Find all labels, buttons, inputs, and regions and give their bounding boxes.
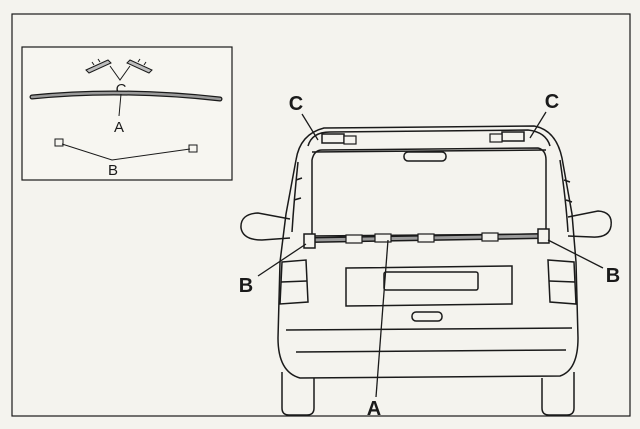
left-body-hatch [293,177,303,201]
end-cap-b-left [303,233,316,249]
leader-b-right [547,239,604,269]
right-pillar-outer [559,159,569,233]
vehicle-rear-view [240,125,612,416]
inset-end-cap-b-left [54,138,64,147]
label-a: A [367,398,381,420]
right-tire [541,372,575,416]
roof-inner-line [311,149,547,153]
outer-frame [11,13,631,417]
roof-clip-c-left-tab [343,135,357,145]
tailgate-handle [411,311,443,322]
right-body-hatch [563,179,573,203]
license-plate [383,271,479,291]
left-mirror [240,212,291,241]
molding-clip [481,232,499,242]
label-c-right: C [545,91,559,113]
left-tire [281,372,315,416]
inset-end-cap-b-right [188,144,198,153]
right-mirror [567,210,612,238]
inset-leader-b [61,143,191,161]
label-b-left: B [239,275,253,297]
inset-label-a: A [114,119,124,136]
bumper-upper-line [285,327,573,331]
inset-label-c: C [116,81,127,98]
inset-leader-a [118,93,122,117]
roof-clip-c-left [321,133,345,144]
inset-frame [21,46,233,181]
leader-c-left [301,113,319,141]
roof-clip-c-right [501,131,525,142]
inset-clip-c-left [85,58,112,74]
inset-clip-c-right [126,58,153,74]
left-tail-lamp [279,259,309,305]
end-cap-b-right [537,228,550,244]
molding-clip [374,233,392,243]
left-pillar-outer [291,161,299,233]
leader-c-right [529,111,547,139]
right-tail-lamp [547,259,577,305]
left-tail-lamp-divider [280,280,308,283]
license-plate-recess [345,265,513,307]
molding-clips [345,232,499,244]
leader-b-left [257,243,307,277]
label-b-right: B [606,265,620,287]
right-tail-lamp-divider [548,280,576,283]
leader-lines [257,111,604,398]
high-mount-stop-lamp [403,151,447,162]
inset-leader-c [109,65,131,81]
label-c-left: C [289,93,303,115]
roof-clip-c-right-tab [489,133,503,143]
molding-clip [417,233,435,243]
leader-a [375,239,389,398]
parts-inset: C A B [21,46,233,181]
bumper-lower-line [295,349,567,353]
roof-spoiler [307,129,551,147]
molding-clip [345,234,363,244]
inset-label-b: B [108,162,118,179]
body-outline [277,125,579,379]
